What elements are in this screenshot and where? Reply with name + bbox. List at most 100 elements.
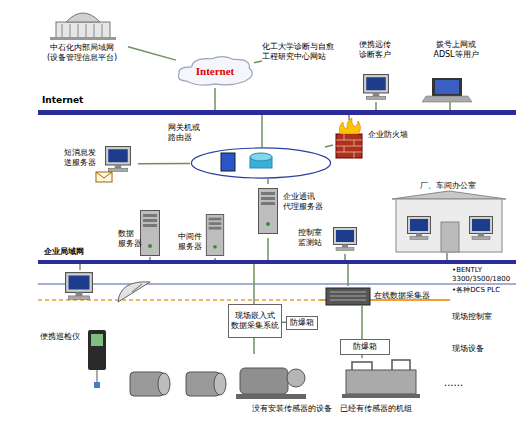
office-node: 厂、车间办公室 (392, 181, 504, 253)
client-node: 便携远传 诊断客户 (352, 40, 398, 102)
explosion-box: 防爆箱 (340, 339, 390, 355)
data-server-node: 数据 服务器 (118, 207, 164, 257)
model-note: •BENTLY 3300/3500/1800 (452, 266, 526, 284)
monitor-node: 控制室 监测站 (298, 222, 360, 254)
unit-node: 已经有传感器的机组 (340, 358, 436, 418)
embedded-box: 现场嵌入式 数据采集系统 (228, 304, 282, 338)
user-node: 拨号上网或 ADSL等用户 (420, 40, 492, 102)
node-label: 已经有传感器的机组 (340, 404, 424, 414)
sms-server-node: 短消息发 送服务器 (64, 142, 138, 186)
motor-end (158, 373, 170, 395)
dish-feed (132, 284, 142, 292)
node-label: 在线数据采集器 (374, 291, 438, 301)
connector-line (267, 238, 269, 260)
website-node: 化工大学诊断与自愈 工程研究中心网站 (262, 40, 346, 64)
server-tower (141, 211, 160, 256)
office-roof (392, 191, 506, 199)
office-computer (408, 217, 431, 240)
station-computer (66, 273, 93, 300)
connector-line (253, 264, 255, 304)
firewall-flame (339, 118, 360, 134)
connector-line (361, 355, 363, 358)
node-label: 防爆箱 (287, 318, 317, 328)
unit-body (346, 370, 416, 394)
gateway-ring: 网关机或 路由器 (190, 147, 332, 179)
node-label: 企业局域网 (44, 247, 104, 257)
node-label: 便携远传 诊断客户 (352, 40, 398, 60)
connector-line (253, 338, 255, 354)
connector-line (449, 102, 451, 110)
gateway-box (221, 153, 235, 171)
node-label: 中石化内部局域网 (设备管理信息平台) (36, 43, 128, 63)
node-label: 化工大学诊断与自愈 工程研究中心网站 (262, 42, 346, 62)
rack-slots (330, 292, 366, 300)
node-label: 厂、车间办公室 (392, 181, 504, 191)
building-body (56, 22, 110, 38)
connector-line (267, 179, 269, 184)
probe-cable (97, 370, 98, 382)
node-label: 短消息发 送服务器 (64, 148, 100, 168)
motor-end (214, 373, 226, 395)
lan-bus: 企业局域网 (38, 260, 516, 264)
monitor-icon (334, 228, 357, 251)
inspector-node: 便携巡检仪 (40, 270, 112, 374)
ring-shape (191, 148, 330, 178)
server-tower (206, 214, 223, 255)
field-line (38, 283, 516, 284)
node-label: 企业通讯 代理服务器 (283, 192, 333, 212)
ellipsis-mark: ...... (444, 378, 484, 387)
node-label: Internet (176, 65, 254, 77)
cloud-node: Internet (176, 54, 254, 88)
firewall-bricks (336, 134, 362, 158)
zone-label: 现场控制室 (452, 312, 512, 321)
pump-casing (287, 369, 305, 387)
probe-sensor (94, 382, 100, 388)
computer-icon (364, 75, 389, 100)
node-label: 控制室 监测站 (298, 228, 328, 248)
server-tower (259, 189, 278, 234)
connector-line (138, 163, 190, 165)
satellite-dish (118, 282, 150, 302)
model-note: •各种DCS PLC (452, 286, 526, 295)
unit-base (342, 394, 420, 398)
pump-icon (240, 368, 288, 394)
office-computer (470, 217, 493, 240)
unit-pipes (352, 360, 410, 370)
node-label: 拨号上网或 ADSL等用户 (420, 40, 492, 60)
firewall-wall (336, 134, 362, 158)
node-label: 数据 服务器 (118, 229, 144, 249)
office-building (396, 199, 502, 252)
node-label: 没有安装传感器的设备 (252, 404, 338, 414)
internet-bus: Internet (38, 110, 516, 115)
connector-line (261, 115, 263, 147)
office-door (441, 222, 459, 252)
laptop-base (422, 96, 472, 102)
zone-label: 现场设备 (452, 344, 512, 353)
laptop-screen (435, 80, 459, 94)
node-label: 现场嵌入式 数据采集系统 (229, 311, 281, 331)
connector-line (214, 88, 216, 110)
building-columns (62, 24, 102, 37)
connector-line (361, 306, 363, 339)
ellipse-outline (190, 147, 332, 179)
node-label: 网关机或 路由器 (168, 123, 208, 143)
connector-line (347, 264, 349, 286)
node-label: 中间件 服务器 (178, 232, 206, 252)
node-label: Internet (42, 95, 102, 105)
node-label: 企业防火墙 (368, 130, 418, 140)
connector-line (348, 115, 350, 120)
connector-line (254, 61, 262, 63)
equipment-node: 没有安装传感器的设备 (118, 354, 338, 418)
middleware-node: 中间件 服务器 (178, 212, 228, 258)
envelope-flap (96, 172, 112, 178)
firewall-node: 企业防火墙 (333, 120, 365, 162)
envelope-icon (96, 172, 112, 182)
handheld-device (88, 330, 106, 370)
pump-base (236, 394, 306, 399)
laptop-lid (432, 78, 462, 96)
handheld-screen (91, 334, 103, 346)
node-label: 防爆箱 (341, 342, 389, 352)
